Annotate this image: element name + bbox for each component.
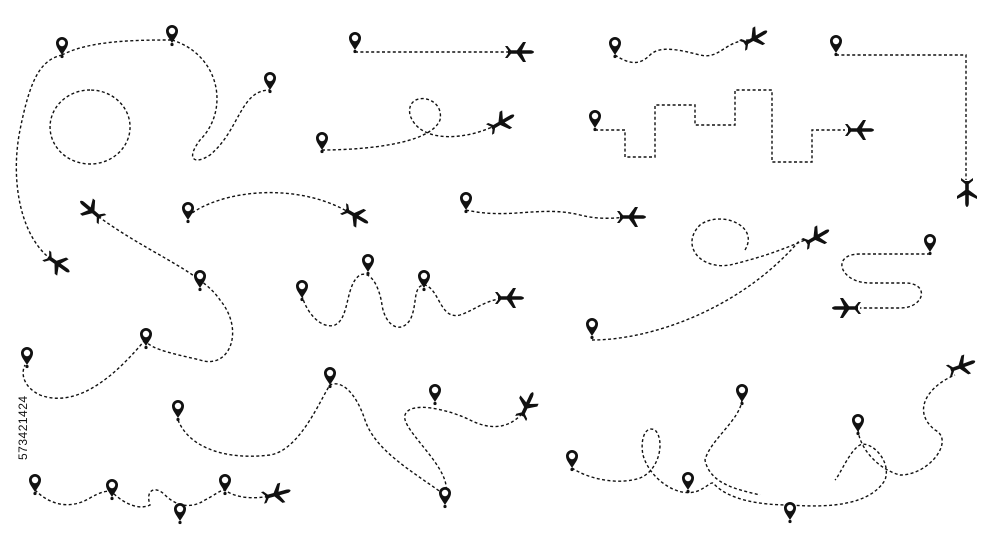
stock-id-label: 573421424 (16, 395, 30, 460)
location-pin-icon (609, 37, 621, 59)
location-pin-icon (460, 192, 472, 214)
airplane-icon (832, 298, 861, 318)
location-pin-icon (296, 280, 308, 302)
airplane-icon (944, 351, 979, 381)
location-pin-icon (194, 270, 206, 292)
route-lines (15, 39, 967, 508)
location-pin-icon (589, 110, 601, 132)
side-id-text: 573421424 (14, 300, 34, 460)
airplane-icon (338, 199, 374, 232)
location-pin-icon (166, 25, 178, 47)
location-pin-icon (349, 32, 361, 54)
location-pin-icon (830, 35, 842, 57)
location-pin-icon (924, 234, 936, 256)
location-pin-icon (682, 472, 694, 494)
airplane-icon (73, 193, 109, 228)
location-pin-icon (566, 450, 578, 472)
airplane-icon (495, 288, 524, 308)
location-pin-icon (362, 254, 374, 276)
location-pin-icon (324, 367, 336, 389)
airplane-icon (799, 221, 835, 254)
location-pin-icon (736, 384, 748, 406)
location-pin-icon (429, 384, 441, 406)
location-pin-icon (586, 318, 598, 340)
location-pin-icon (172, 400, 184, 422)
airplane-icon (39, 247, 76, 281)
location-pin-icon (784, 502, 796, 524)
location-pin-icon (140, 328, 152, 350)
location-pin-icon (852, 414, 864, 436)
airplane-icon (617, 207, 646, 227)
location-pins (21, 25, 936, 525)
location-pin-icon (439, 487, 451, 509)
location-pin-icon (174, 503, 186, 525)
airplane-icon (845, 120, 874, 140)
location-pin-icon (56, 37, 68, 59)
location-pin-icon (182, 202, 194, 224)
airplane-icon (484, 106, 520, 139)
airplane-icon (259, 480, 294, 508)
airplane-icon (505, 42, 534, 62)
airplane-icon (957, 178, 977, 207)
location-pin-icon (316, 132, 328, 154)
location-pin-icon (29, 474, 41, 496)
location-pin-icon (106, 479, 118, 501)
airplane-icon (737, 22, 773, 55)
airplanes (39, 22, 979, 508)
location-pin-icon (418, 270, 430, 292)
airplane-icon (511, 388, 542, 423)
